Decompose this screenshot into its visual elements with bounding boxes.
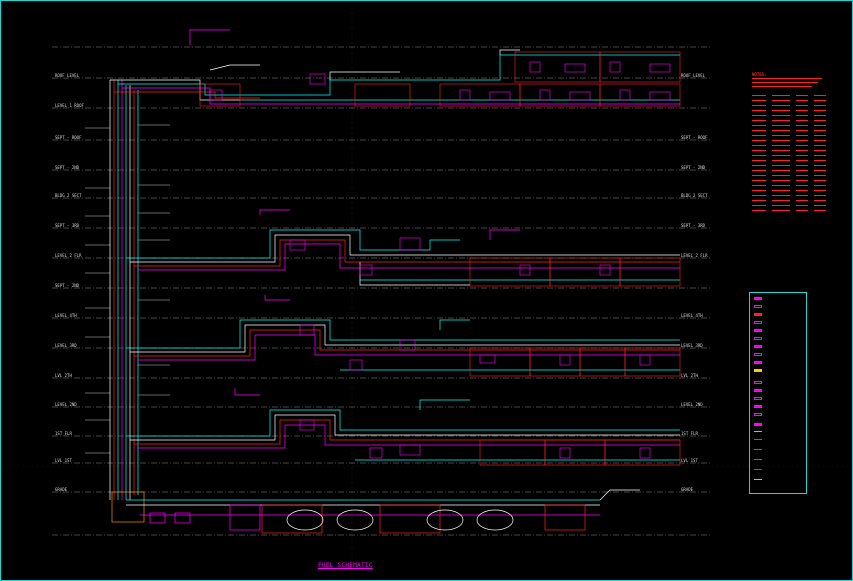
legend-symbol <box>754 345 762 348</box>
level-label-right: ROOF LEVEL <box>681 73 706 78</box>
branch-level-b <box>126 295 680 371</box>
branch-level-c <box>126 388 680 461</box>
level-label-right: 1ST FLR <box>681 431 698 436</box>
legend-symbol <box>754 305 762 308</box>
level-label-right: SEPT - 3RD <box>681 223 706 228</box>
level-label-left: BLDG 2 SECT <box>55 193 82 198</box>
level-label-right: LEVEL 4TH <box>681 313 703 318</box>
roof-branch-piping <box>110 29 680 105</box>
level-label-right: GRADE <box>681 487 694 492</box>
legend-symbol <box>754 369 762 372</box>
branch-level-a-equipment <box>289 237 681 287</box>
legend-symbol <box>754 413 762 416</box>
level-label-right: BLDG 2 SECT <box>681 193 708 198</box>
level-label-left: SEPT - 2ND <box>55 283 80 288</box>
legend-symbol <box>754 337 762 340</box>
level-label-left: LEVEL 2 FLR <box>55 253 82 258</box>
legend-symbol <box>754 423 762 426</box>
level-label-left: LEVEL 4TH <box>55 313 77 318</box>
notes-heading: NOTES: <box>752 72 767 77</box>
level-label-left: SEPT - 3RD <box>55 223 80 228</box>
fuel-tank-room <box>111 489 640 534</box>
roof-equipment <box>199 51 681 107</box>
level-label-right: LEVEL 3RD <box>681 343 703 348</box>
legend-symbol <box>754 439 762 440</box>
level-label-left: SEPT - ROOF <box>55 135 82 140</box>
legend-symbol <box>754 449 762 450</box>
legend-symbol <box>754 431 762 432</box>
legend-symbol <box>754 321 762 324</box>
drawing-title: FUEL SCHEMATIC <box>318 562 373 569</box>
legend-symbol <box>754 297 762 300</box>
legend-symbol <box>754 389 762 392</box>
legend-symbol <box>754 397 762 400</box>
branch-level-b-equipment <box>299 324 681 377</box>
level-label-left: LVL 2TH <box>55 373 72 378</box>
branch-level-a <box>126 209 680 286</box>
legend-symbol <box>754 313 762 316</box>
level-label-left: GRADE <box>55 487 68 492</box>
level-label-left: 1ST FLR <box>55 431 72 436</box>
level-label-right: LEVEL 2ND <box>681 402 703 407</box>
level-label-right: LEVEL 2 FLR <box>681 253 708 258</box>
legend-symbol <box>754 361 762 364</box>
legend-box <box>749 292 807 494</box>
legend-symbol <box>754 381 762 384</box>
main-fuel-risers <box>109 80 139 500</box>
level-label-left: SEPT - 2ND <box>55 165 80 170</box>
level-label-right: SEPT - ROOF <box>681 135 708 140</box>
legend-symbol <box>754 405 762 408</box>
level-label-left: LVL 1ST <box>55 458 72 463</box>
annotation-leaders <box>85 124 170 454</box>
level-label-left: LEVEL 1 ROOF <box>55 103 84 108</box>
floor-level-lines <box>52 46 710 536</box>
level-label-right: SEPT - 2ND <box>681 165 706 170</box>
level-label-left: LEVEL 3RD <box>55 343 77 348</box>
level-label-right: LVL 2TH <box>681 373 698 378</box>
legend-symbol <box>754 479 762 480</box>
level-label-left: ROOF LEVEL <box>55 73 80 78</box>
level-label-left: LEVEL 2ND <box>55 402 77 407</box>
legend-symbol <box>754 329 762 332</box>
legend-symbol <box>754 469 762 470</box>
branch-level-c-equipment <box>299 419 681 466</box>
level-label-right: LVL 1ST <box>681 458 698 463</box>
notes-table <box>752 78 826 211</box>
legend-symbol <box>754 353 762 356</box>
legend-symbol <box>754 459 762 460</box>
